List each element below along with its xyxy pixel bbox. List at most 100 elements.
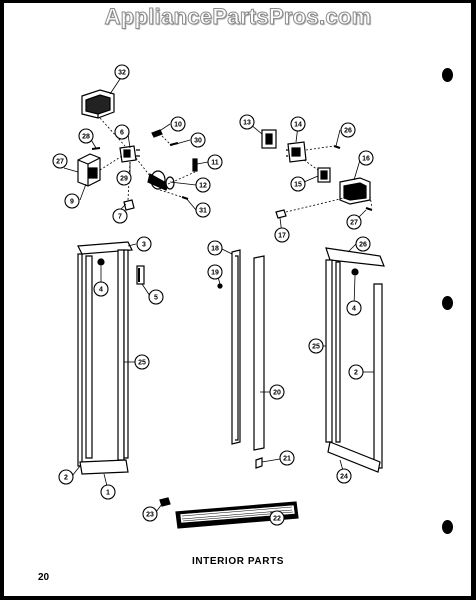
svg-text:2: 2 [64, 475, 68, 482]
binder-hole-top [442, 68, 453, 82]
callout-21: 21 [279, 450, 295, 466]
callout-17: 17 [274, 227, 290, 243]
svg-text:27: 27 [56, 159, 64, 166]
callout-7: 7 [112, 208, 128, 224]
svg-text:29: 29 [120, 176, 128, 183]
callout-27-left: 27 [52, 153, 68, 169]
site-watermark: AppliancePartsPros.com [104, 4, 372, 30]
part-7-clip [123, 199, 135, 211]
scan-border-bottom [0, 596, 476, 600]
part-23-clip [159, 497, 171, 507]
diagram-caption: INTERIOR PARTS [191, 556, 285, 567]
callout-12: 12 [195, 177, 211, 193]
callout-25-left: 25 [134, 354, 150, 370]
callout-9: 9 [64, 193, 80, 209]
page-number: 20 [38, 572, 50, 583]
part-10-spring [151, 129, 163, 138]
callout-10: 10 [170, 116, 186, 132]
part-15-module [317, 167, 331, 183]
svg-text:12: 12 [199, 183, 207, 190]
callout-24: 24 [336, 468, 352, 484]
callout-2-left: 2 [58, 469, 74, 485]
callout-31: 31 [195, 202, 211, 218]
scan-border-top [0, 0, 476, 3]
callout-18: 18 [207, 240, 223, 256]
svg-text:24: 24 [340, 474, 348, 481]
callout-27-right: 27 [346, 214, 362, 230]
callout-22: 22 [269, 510, 285, 526]
callout-4-left: 4 [93, 281, 109, 297]
callout-15: 15 [290, 176, 306, 192]
svg-text:6: 6 [120, 130, 124, 137]
callout-5: 5 [148, 289, 164, 305]
svg-text:23: 23 [146, 512, 154, 519]
callout-32: 32 [114, 64, 130, 80]
part-4-fastener-left [97, 258, 105, 266]
svg-text:31: 31 [199, 208, 207, 215]
callout-6: 6 [114, 124, 130, 140]
callout-28: 28 [78, 128, 94, 144]
svg-text:21: 21 [283, 456, 291, 463]
svg-text:26: 26 [344, 128, 352, 135]
svg-text:1: 1 [106, 490, 110, 497]
part-32-housing [81, 89, 115, 119]
callout-2-right: 2 [348, 364, 364, 380]
part-28-screw [91, 147, 101, 150]
left-breaker-frame [77, 241, 133, 475]
callout-26-right: 26 [355, 236, 371, 252]
svg-text:25: 25 [312, 344, 320, 351]
svg-text:3: 3 [142, 242, 146, 249]
svg-text:22: 22 [273, 516, 281, 523]
part-17-clip [275, 209, 287, 219]
svg-text:2: 2 [354, 370, 358, 377]
svg-text:17: 17 [278, 233, 286, 240]
binder-hole-middle [442, 296, 453, 310]
svg-text:10: 10 [174, 122, 182, 129]
part-9-control-box [77, 153, 101, 187]
svg-text:4: 4 [99, 287, 103, 294]
svg-text:32: 32 [118, 70, 126, 77]
callout-20: 20 [269, 384, 285, 400]
callout-25-right: 25 [308, 338, 324, 354]
part-4-fastener-right [351, 268, 359, 276]
svg-text:7: 7 [118, 214, 122, 221]
callout-3: 3 [136, 236, 152, 252]
svg-text:25: 25 [138, 360, 146, 367]
svg-text:26: 26 [359, 242, 367, 249]
svg-text:16: 16 [362, 156, 370, 163]
svg-text:11: 11 [211, 160, 219, 167]
binder-hole-bottom [442, 520, 453, 534]
svg-text:28: 28 [82, 134, 90, 141]
callout-30: 30 [190, 132, 206, 148]
svg-text:27: 27 [350, 220, 358, 227]
callout-14: 14 [290, 116, 306, 132]
callout-4-right: 4 [346, 300, 362, 316]
part-14-switch [286, 141, 307, 163]
callout-1: 1 [100, 484, 116, 500]
part-16-box [339, 177, 371, 205]
center-trim-strips [217, 249, 265, 469]
right-breaker-frame [325, 247, 385, 473]
svg-text:20: 20 [273, 390, 281, 397]
part-6-switch [119, 145, 140, 163]
part-30-screw [169, 142, 179, 146]
callout-bubbles: 32 28 6 10 30 27 29 11 12 9 7 31 13 14 2… [52, 64, 374, 526]
part-26-screw [333, 145, 341, 149]
svg-text:30: 30 [194, 138, 202, 145]
svg-text:5: 5 [154, 295, 158, 302]
svg-text:18: 18 [211, 246, 219, 253]
callout-11: 11 [207, 154, 223, 170]
callout-19: 19 [207, 264, 223, 280]
svg-text:13: 13 [243, 120, 251, 127]
scan-border-left [0, 0, 4, 600]
scan-border-right [471, 0, 476, 600]
part-22-grille [175, 501, 299, 529]
callout-23: 23 [142, 506, 158, 522]
callout-26-top: 26 [340, 122, 356, 138]
part-27-screw-right [365, 207, 373, 211]
part-5-bracket [136, 265, 145, 285]
callout-13: 13 [239, 114, 255, 130]
callout-16: 16 [358, 150, 374, 166]
svg-text:15: 15 [294, 182, 302, 189]
